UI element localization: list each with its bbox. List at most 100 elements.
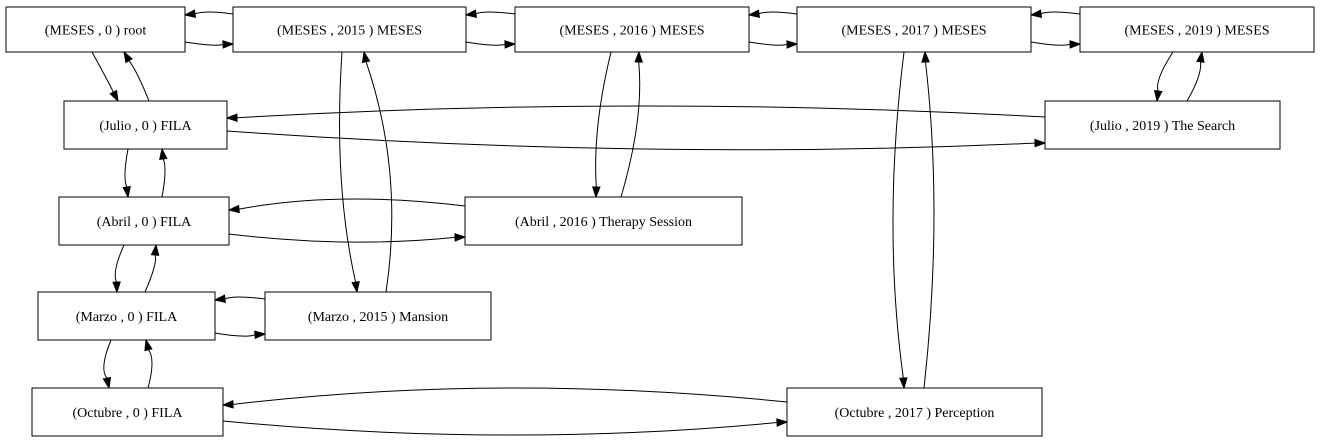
- edge-layer: [91, 9, 1205, 436]
- arrow-head-icon: [159, 147, 168, 160]
- arrow-head-icon: [123, 50, 133, 64]
- edge-marzo-to-octubre: [102, 339, 112, 390]
- node-label: (MESES , 2019 ) MESES: [1124, 24, 1269, 39]
- node-box: [1079, 6, 1315, 53]
- arrow-head-icon: [122, 186, 131, 199]
- arrow-head-icon: [1196, 50, 1205, 64]
- edge-line: [161, 158, 166, 198]
- node-box: [786, 387, 1043, 437]
- node-box: [796, 6, 1032, 53]
- arrow-head-icon: [351, 281, 360, 294]
- edge-line: [144, 254, 157, 293]
- node-label: (Octubre , 2017 ) Perception: [835, 406, 995, 421]
- edge-marzo-to-marzo2015: [214, 330, 267, 340]
- node-box: [63, 100, 228, 150]
- arrow-head-icon: [227, 204, 240, 214]
- arrow-head-icon: [921, 50, 930, 63]
- edge-octubre2017-to-m2017: [921, 50, 935, 389]
- node-julio2019: (Julio , 2019 ) The Search: [1044, 100, 1281, 150]
- arrow-head-icon: [183, 9, 196, 19]
- arrow-head-icon: [150, 243, 160, 256]
- node-box: [232, 6, 467, 53]
- arrow-head-icon: [786, 40, 799, 49]
- edge-marzo2015-to-m2015: [361, 50, 393, 293]
- edge-m2017-to-octubre2017: [892, 51, 908, 390]
- arrow-head-icon: [1153, 90, 1163, 103]
- node-label: (Julio , 0 ) FILA: [99, 119, 192, 134]
- edge-line: [147, 349, 153, 389]
- edge-octubre-to-octubre2017: [222, 418, 789, 436]
- arrow-head-icon: [109, 89, 119, 103]
- arrow-head-icon: [1034, 138, 1047, 148]
- edge-root-to-julio: [91, 51, 119, 103]
- arrow-head-icon: [504, 40, 517, 49]
- edge-line: [595, 51, 612, 188]
- edge-marzo-to-abril: [144, 243, 160, 293]
- arrow-head-icon: [221, 400, 234, 409]
- arrow-head-icon: [102, 376, 112, 390]
- node-label: (MESES , 2016 ) MESES: [559, 24, 704, 39]
- node-box: [5, 6, 186, 53]
- edge-line: [923, 61, 935, 389]
- node-box: [31, 387, 224, 437]
- edge-line: [232, 387, 788, 405]
- node-box: [58, 196, 230, 246]
- node-octubre2017: (Octubre , 2017 ) Perception: [786, 387, 1043, 437]
- node-root: (MESES , 0 ) root: [5, 6, 186, 53]
- arrow-head-icon: [222, 40, 235, 49]
- node-box: [37, 291, 216, 341]
- arrow-head-icon: [112, 281, 121, 294]
- node-layer: (MESES , 0 ) root (MESES , 2015 ) MESES (M…: [5, 6, 1315, 437]
- arrow-head-icon: [464, 9, 477, 18]
- node-label: (MESES , 0 ) root: [45, 24, 147, 39]
- node-box: [264, 291, 492, 341]
- node-label: (Abril , 2016 ) Therapy Session: [515, 215, 692, 230]
- edge-line: [365, 61, 393, 293]
- edge-julio-to-abril: [122, 148, 131, 199]
- edge-line: [124, 148, 129, 188]
- arrow-head-icon: [361, 50, 371, 64]
- node-label: (Octubre , 0 ) FILA: [72, 406, 183, 421]
- edge-m2017-to-m2019: [1030, 40, 1082, 49]
- node-label: (MESES , 2015 ) MESES: [277, 24, 422, 39]
- edge-line: [1157, 51, 1174, 92]
- edge-line: [226, 130, 1036, 151]
- edge-line: [475, 11, 516, 15]
- node-box: [464, 196, 743, 246]
- edge-line: [620, 61, 641, 198]
- arrow-head-icon: [592, 186, 601, 199]
- edge-root-to-m2015: [184, 40, 235, 49]
- edge-marzo2015-to-marzo: [213, 294, 266, 304]
- edge-octubre2017-to-octubre: [221, 387, 788, 409]
- arrow-head-icon: [776, 418, 789, 427]
- node-label: (Abril , 0 ) FILA: [97, 215, 192, 230]
- node-m2017: (MESES , 2017 ) MESES: [796, 6, 1032, 53]
- edge-line: [214, 332, 256, 337]
- arrow-head-icon: [634, 50, 643, 63]
- arrow-head-icon: [1069, 40, 1082, 49]
- edge-m2016-to-abril2016: [592, 51, 612, 199]
- arrow-head-icon: [454, 233, 467, 242]
- node-label: (Marzo , 0 ) FILA: [76, 310, 178, 325]
- edge-line: [194, 11, 234, 15]
- edge-line: [1186, 61, 1202, 102]
- edge-line: [339, 51, 357, 283]
- arrow-head-icon: [225, 113, 238, 122]
- edge-line: [91, 51, 114, 93]
- edge-line: [222, 420, 778, 436]
- node-box: [514, 6, 750, 53]
- edge-julio-to-julio2019: [226, 130, 1047, 151]
- arrow-head-icon: [747, 9, 760, 18]
- edge-m2016-to-m2015: [464, 9, 516, 18]
- edge-line: [1040, 11, 1081, 15]
- edge-line: [758, 11, 798, 15]
- edge-line: [128, 60, 150, 102]
- node-m2019: (MESES , 2019 ) MESES: [1079, 6, 1315, 53]
- edge-m2019-to-julio2019: [1153, 51, 1174, 103]
- edge-line: [1030, 41, 1071, 46]
- arrow-head-icon: [1029, 9, 1042, 18]
- arrow-head-icon: [899, 377, 908, 390]
- edge-abril2016-to-abril: [227, 198, 466, 214]
- edge-line: [103, 339, 112, 379]
